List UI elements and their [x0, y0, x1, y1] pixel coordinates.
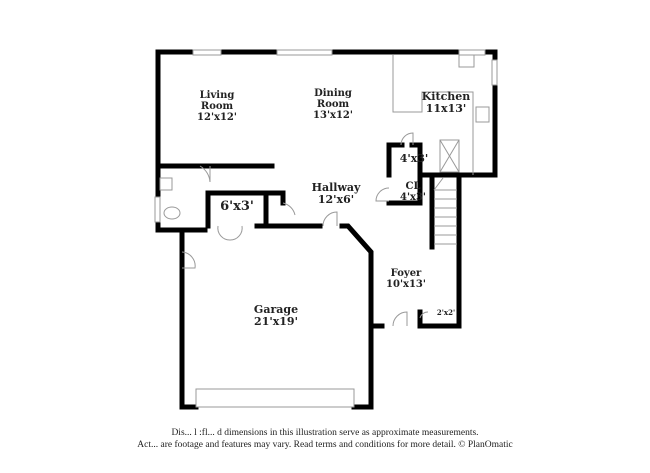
room-size: 4'x3'	[399, 152, 429, 165]
hallway-label: Hallway 12'x6'	[312, 182, 361, 206]
room-size: 12'x12'	[197, 112, 237, 123]
room-size: 11x13'	[425, 102, 467, 115]
door-swing	[181, 251, 196, 269]
garage-right-wall	[351, 323, 385, 410]
room-size: 12'x6'	[317, 193, 355, 206]
windows	[154, 49, 498, 408]
room-size: 4'x3'	[399, 192, 427, 203]
room-size: 21'x19'	[254, 315, 298, 328]
storage-closet-walls	[205, 190, 269, 229]
disclaimer-line: Act... are footage and features may vary…	[137, 440, 513, 450]
kitchen-counter	[392, 55, 474, 175]
garage-diagonal-wall	[339, 223, 374, 329]
storage-label: 6'x3'	[220, 199, 254, 214]
window	[276, 49, 333, 56]
living-room-label: Living Room 12'x12'	[197, 90, 237, 123]
window	[154, 196, 161, 223]
door-swing	[375, 187, 390, 202]
walls	[155, 49, 498, 410]
room-size: 2'x2'	[436, 308, 456, 317]
room-size: 13'x12'	[313, 110, 353, 121]
window	[491, 59, 498, 86]
garage-door	[195, 388, 355, 408]
door-swing	[400, 132, 414, 146]
stairs-icon	[433, 177, 457, 245]
exterior-wall-top-right	[155, 49, 498, 329]
double-door-swing	[217, 225, 243, 241]
door-swing	[419, 311, 429, 319]
room-size: 6'x3'	[220, 199, 254, 214]
door-swing	[322, 211, 338, 227]
small-closet-label: 2'x2'	[437, 309, 455, 317]
fixtures	[159, 54, 490, 327]
room-size: 10'x13'	[386, 279, 426, 290]
garage-left-wall	[179, 227, 199, 410]
room-name: Garage	[253, 303, 299, 316]
dining-room-label: Dining Room 13'x12'	[313, 88, 353, 121]
room-name: CL	[405, 181, 421, 192]
fridge-icon	[439, 139, 460, 173]
toilet-icon	[163, 206, 181, 220]
kitchen-label: Kitchen 11x13'	[422, 91, 471, 115]
room-name: Foyer	[390, 268, 422, 279]
room-name: Dining	[314, 88, 352, 99]
door-swing	[282, 202, 296, 216]
disclaimer: Dis... l :fl... d dimensions in this ill…	[0, 427, 650, 451]
room-name: Hallway	[311, 181, 361, 194]
room-name: Room	[316, 99, 350, 110]
foyer-label: Foyer 10'x13'	[386, 268, 426, 290]
room-name: Kitchen	[421, 90, 471, 103]
closet-label: CL 4'x3'	[400, 181, 426, 203]
pantry-label: 4'x3'	[400, 153, 429, 165]
room-name: Living	[199, 90, 235, 101]
window	[458, 49, 486, 56]
sink-icon	[458, 54, 475, 68]
window	[192, 49, 222, 56]
room-name: Room	[200, 101, 234, 112]
entry-door-swing	[392, 311, 408, 327]
pantry-door-wall	[263, 190, 286, 206]
bathroom-sink-icon	[159, 177, 173, 191]
garage-label: Garage 21'x19'	[254, 304, 298, 328]
disclaimer-line: Dis... l :fl... d dimensions in this ill…	[171, 428, 479, 438]
door-swing	[199, 165, 211, 183]
exterior-wall-left	[155, 49, 208, 233]
stove-icon	[475, 106, 490, 123]
